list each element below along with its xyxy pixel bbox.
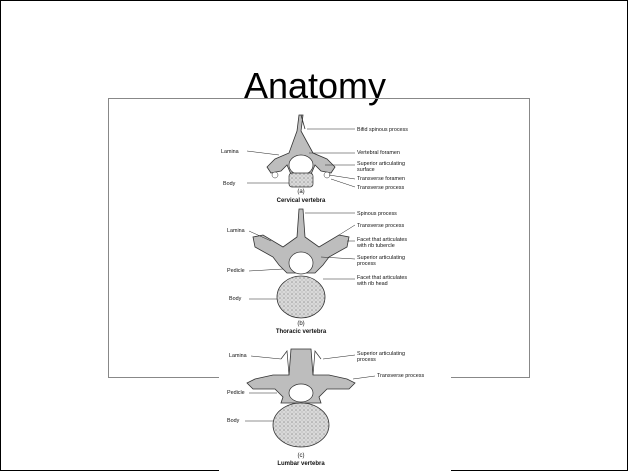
thoracic-label-facet-head-2: with rib head [356,281,388,287]
cervical-label-lamina: Lamina [221,149,239,155]
thoracic-label-superior-articulating-2: process [357,261,376,267]
lumbar-caption: Lumbar vertebra [277,461,325,467]
thoracic-label-spinous: Spinous process [357,211,397,217]
cervical-sub-letter: (a) [297,189,304,195]
thoracic-vertebra-drawing [253,209,349,318]
cervical-label-surface: surface [357,167,375,173]
lumbar-vertebra-drawing [247,349,355,447]
thoracic-label-transverse: Transverse process [357,223,404,229]
cervical-label-vertebral-foramen: Vertebral foramen [357,150,400,156]
lumbar-label-pedicle: Pedicle [227,390,245,396]
cervical-caption: Cervical vertebra [277,198,326,204]
thoracic-label-facet-tubercle-2: with rib tubercle [356,243,395,249]
thoracic-caption: Thoracic vertebra [276,329,327,335]
lumbar-label-body: Body [227,418,240,424]
lumbar-label-superior-articulating-2: process [357,357,376,363]
cervical-vertebra-drawing [267,115,335,187]
thoracic-label-body: Body [229,296,242,302]
cervical-label-bifid-spinous: Bifid spinous process [357,127,408,133]
cervical-label-body: Body [223,181,236,187]
thoracic-sub-letter: (b) [297,321,304,327]
thoracic-label-pedicle: Pedicle [227,268,245,274]
lumbar-sub-letter: (c) [298,453,305,459]
vertebra-figure: Lamina Body Bifid spinous process Verteb… [219,113,451,471]
lumbar-label-transverse: Transverse process [377,373,424,379]
thoracic-label-lamina: Lamina [227,228,245,234]
cervical-label-transverse-process: Transverse process [357,185,404,191]
cervical-label-transverse-foramen: Transverse foramen [357,176,405,182]
lumbar-label-lamina: Lamina [229,353,247,359]
